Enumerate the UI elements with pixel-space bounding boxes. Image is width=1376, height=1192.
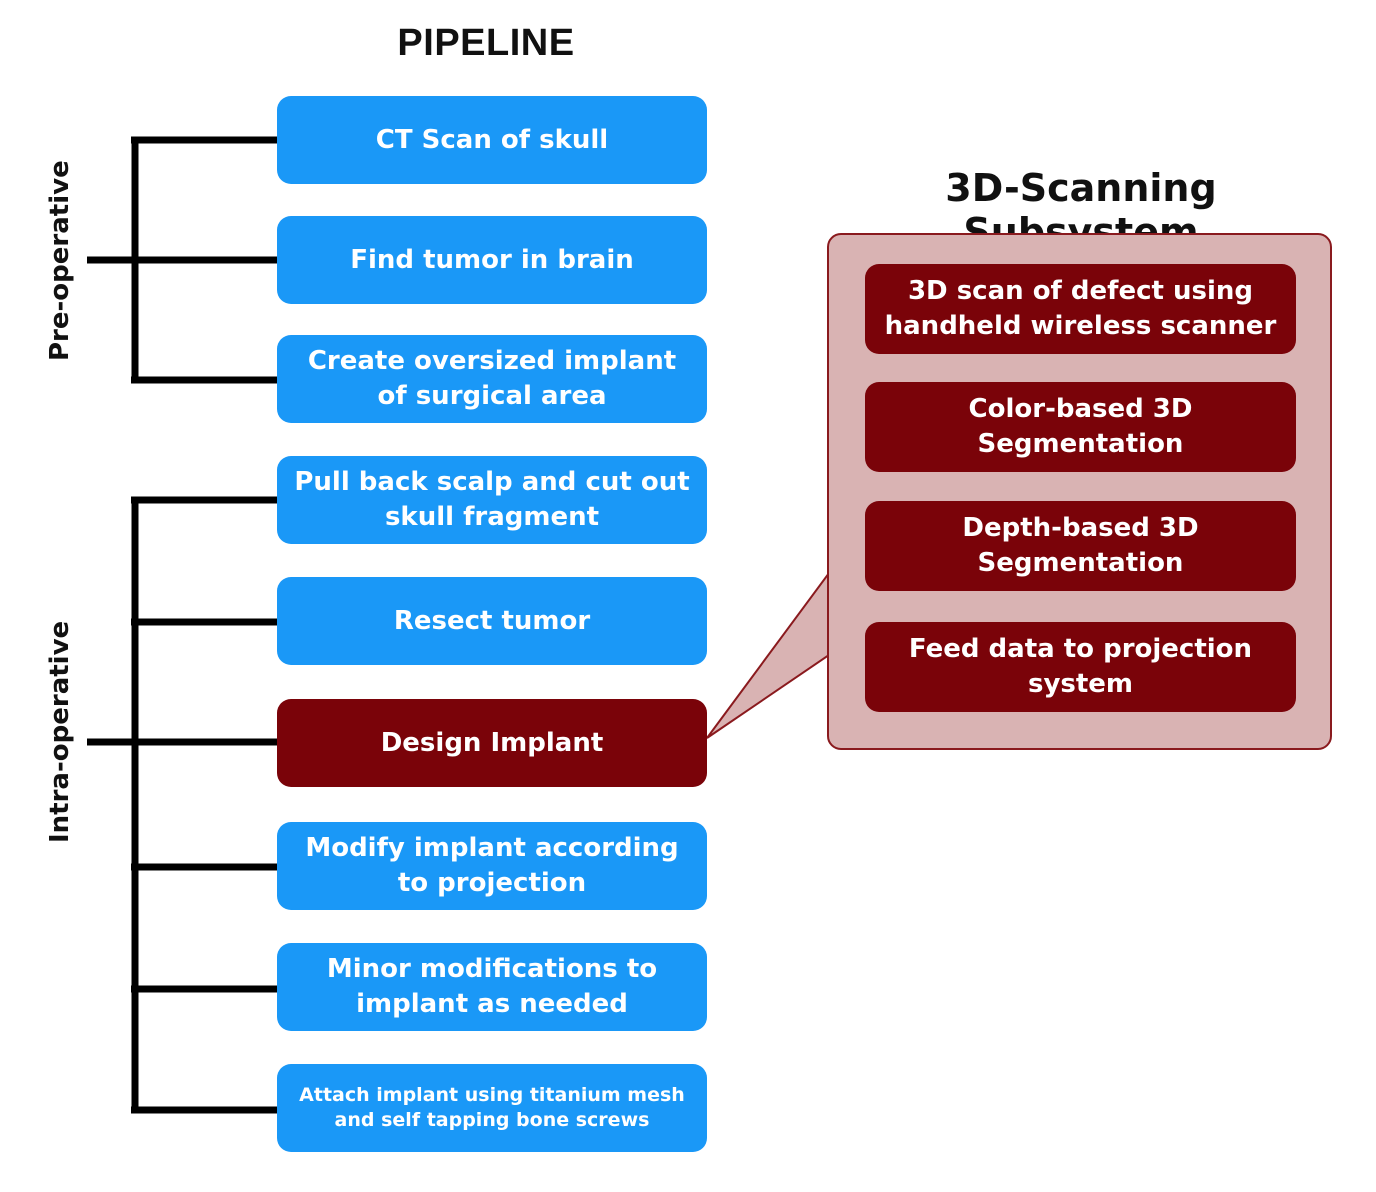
pipeline-step[interactable]: Modify implant according to projection (277, 822, 707, 910)
step-label: Create oversized implant of surgical are… (307, 346, 677, 411)
subsystem-step[interactable]: 3D scan of defect using handheld wireles… (865, 264, 1296, 354)
subsystem-step-label: 3D scan of defect using handheld wireles… (884, 276, 1277, 341)
subsystem-step-label: Feed data to projection system (908, 634, 1253, 699)
pipeline-step[interactable]: Create oversized implant of surgical are… (277, 335, 707, 423)
step-label: Design Implant (380, 727, 604, 758)
phase-label-intra-operative: Intra-operative (45, 620, 75, 843)
subsystem-step-label: Depth-based 3D Segmentation (962, 513, 1199, 578)
pre-operative-bracket (87, 136, 277, 384)
step-label: CT Scan of skull (375, 124, 609, 155)
step-label: Pull back scalp and cut out skull fragme… (294, 467, 690, 532)
subsystem-step-label: Color-based 3D Segmentation (968, 394, 1193, 459)
step-label: Minor modifications to implant as needed (326, 954, 658, 1019)
step-label: Modify implant according to projection (305, 833, 679, 898)
callout-wedge (706, 569, 830, 739)
pipeline-step[interactable]: Minor modifications to implant as needed (277, 943, 707, 1031)
step-label: Attach implant using titanium mesh and s… (299, 1084, 685, 1131)
subsystem-step[interactable]: Feed data to projection system (865, 622, 1296, 712)
pipeline-step[interactable]: Resect tumor (277, 577, 707, 665)
subsystem-step[interactable]: Depth-based 3D Segmentation (865, 501, 1296, 591)
pipeline-step-design-implant[interactable]: Design Implant (277, 699, 707, 787)
step-label: Find tumor in brain (350, 244, 634, 275)
subsystem-step[interactable]: Color-based 3D Segmentation (865, 382, 1296, 472)
pipeline-title: PIPELINE (397, 22, 575, 64)
phase-label-pre-operative: Pre-operative (45, 160, 75, 361)
intra-operative-bracket (87, 496, 277, 1114)
pipeline-step[interactable]: Find tumor in brain (277, 216, 707, 304)
step-label: Resect tumor (393, 605, 591, 636)
pipeline-step[interactable]: Pull back scalp and cut out skull fragme… (277, 456, 707, 544)
pipeline-step[interactable]: CT Scan of skull (277, 96, 707, 184)
pipeline-step[interactable]: Attach implant using titanium mesh and s… (277, 1064, 707, 1152)
